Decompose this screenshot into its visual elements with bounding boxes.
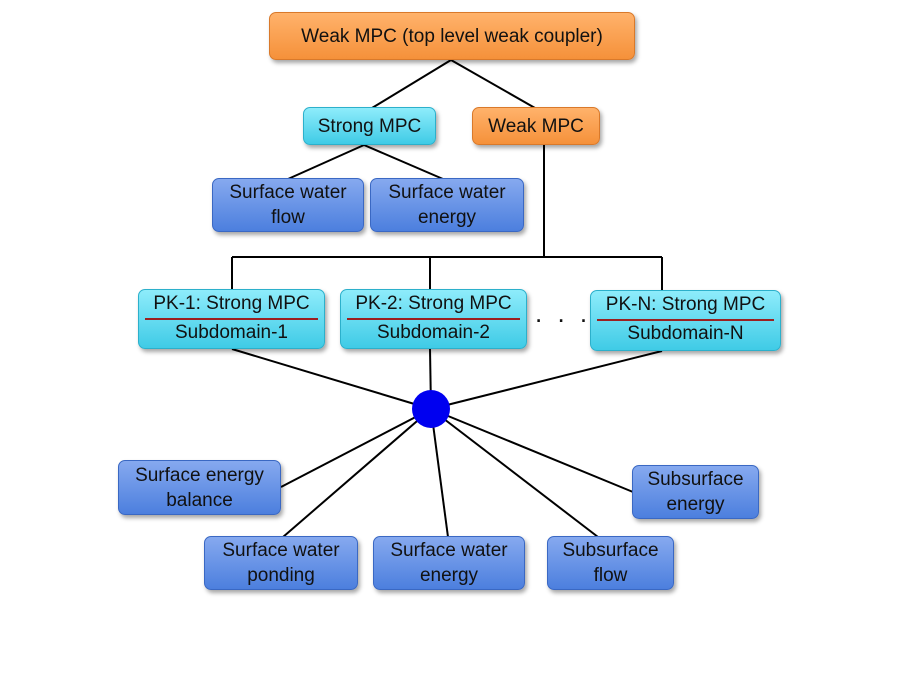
edge-strong-swflow <box>287 144 365 180</box>
surface-water-ponding-box: Surface water ponding <box>204 536 358 590</box>
subsurface-flow-line1: Subsurface <box>562 540 659 561</box>
surface-water-energy-upper-line1: Surface water <box>388 182 506 203</box>
surface-water-ponding-line1: Surface water <box>222 540 340 561</box>
surface-water-ponding-line2: ponding <box>247 565 315 586</box>
surface-energy-balance-box: Surface energy balance <box>118 460 281 515</box>
pk2-divider <box>346 318 521 320</box>
edge-pkn-hub <box>430 350 663 410</box>
pk1-subdomain: Subdomain-1 <box>174 322 289 343</box>
pk2-subdomain: Subdomain-2 <box>376 322 491 343</box>
edge-hub-swenergy <box>430 408 449 538</box>
top-weak-mpc-label: Weak MPC (top level weak coupler) <box>301 25 603 47</box>
subsurface-energy-line1: Subsurface <box>647 469 744 490</box>
surface-water-flow-line2: flow <box>271 207 305 228</box>
pkn-subdomain: Subdomain-N <box>627 323 744 344</box>
subsurface-flow-line2: flow <box>593 565 628 586</box>
pk1-box: PK-1: Strong MPC Subdomain-1 <box>138 289 325 349</box>
surface-energy-balance-line1: Surface energy <box>135 464 264 486</box>
weak-mpc-box: Weak MPC <box>472 107 600 145</box>
strong-mpc-box: Strong MPC <box>303 107 436 145</box>
surface-water-energy-upper-line2: energy <box>417 207 477 228</box>
pk-ellipsis: . . . <box>535 298 592 328</box>
subsurface-energy-line2: energy <box>666 494 725 515</box>
top-weak-mpc-box: Weak MPC (top level weak coupler) <box>269 12 635 60</box>
edge-top-strong <box>371 59 452 109</box>
surface-water-energy-lower-box: Surface water energy <box>373 536 525 590</box>
pk2-box: PK-2: Strong MPC Subdomain-2 <box>340 289 527 349</box>
edge-top-weak <box>450 59 536 109</box>
surface-energy-balance-line2: balance <box>166 489 233 511</box>
surface-water-energy-upper-box: Surface water energy <box>370 178 524 232</box>
pk1-title: PK-1: Strong MPC <box>153 293 310 314</box>
strong-mpc-label: Strong MPC <box>317 115 422 137</box>
surface-water-energy-lower-line1: Surface water <box>390 540 508 561</box>
subsurface-energy-box: Subsurface energy <box>632 465 759 519</box>
coupling-hub-node <box>412 390 450 428</box>
surface-water-energy-lower-line2: energy <box>419 565 479 586</box>
subsurface-flow-box: Subsurface flow <box>547 536 674 590</box>
pkn-title: PK-N: Strong MPC <box>605 294 766 315</box>
edge-hub-subflow <box>430 408 599 538</box>
weak-mpc-label: Weak MPC <box>488 115 584 137</box>
surface-water-flow-box: Surface water flow <box>212 178 364 232</box>
edge-pk1-hub <box>231 348 432 410</box>
edge-strong-swenergy <box>363 144 444 180</box>
edge-hub-ponding <box>282 408 432 538</box>
edge-hub-seb <box>280 408 432 488</box>
pkn-box: PK-N: Strong MPC Subdomain-N <box>590 290 781 351</box>
pkn-divider <box>596 319 775 321</box>
edge-hub-subenergy <box>430 408 634 493</box>
pk2-title: PK-2: Strong MPC <box>355 293 512 314</box>
surface-water-flow-line1: Surface water <box>229 182 347 203</box>
pk1-divider <box>144 318 319 320</box>
